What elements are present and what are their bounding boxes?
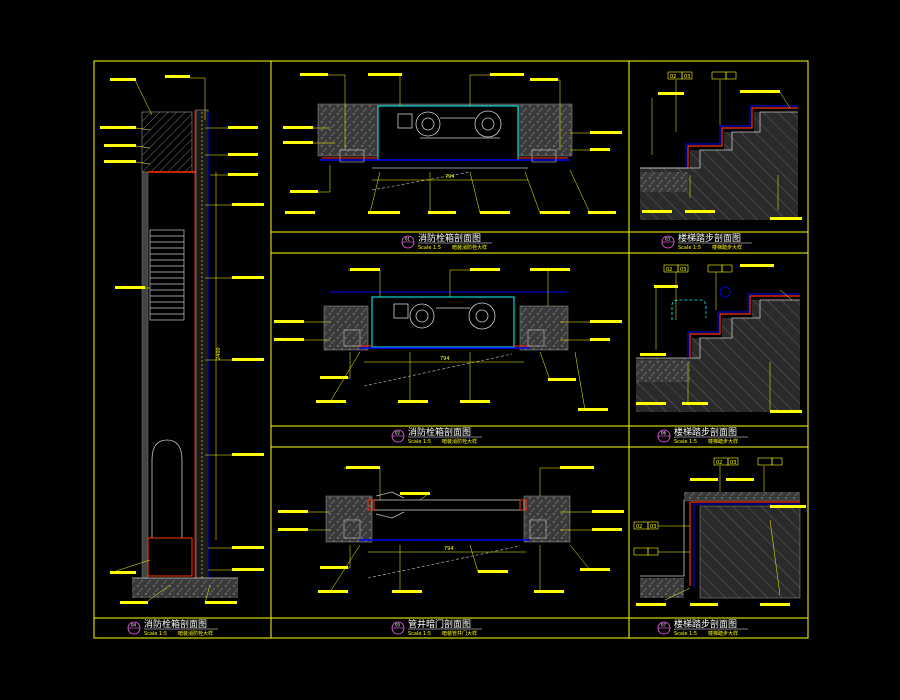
panel-6-tag-a: 02 [666,267,672,273]
panel-7-drawing: 02 03 02 03 [633,457,806,606]
title-scale-p3: Scale 1:5 [678,245,701,251]
panel-5-drawing: 794 [278,466,624,593]
title-note-p6: 楼梯踏步大样 [708,438,738,445]
panel-3-drawing: 02 03 [640,71,802,220]
sheet-frame [93,60,809,639]
panel-5-door-dim: 794 [444,546,454,552]
panel-3-tag-b: 03 [684,74,690,80]
panel-7-tag-d: 03 [650,524,656,530]
title-note-p4: 暗装消防栓大样 [178,630,213,637]
panel-3-tag-a: 02 [670,74,676,80]
title-scale-p7: Scale 1:5 [674,631,697,637]
title-text-p4: 消防栓箱剖面图 [144,618,207,630]
title-scale-p6: Scale 1:5 [674,439,697,445]
title-text-p5: 管井暗门剖面图 [408,618,471,630]
title-text-p6: 楼梯踏步剖面图 [674,426,737,438]
panel-7-tags: 02 03 02 03 [633,457,783,556]
panel-3-tags: 02 03 [667,71,737,80]
title-scale-p4: Scale 1:5 [144,631,167,637]
title-number-p7: 07 [661,623,667,628]
title-text-p1: 消防栓箱剖面图 [418,232,481,244]
panel-7-tag-c: 02 [636,524,642,530]
panel-1-door-dim: 794 [445,174,455,180]
panel-4-drawing: 2400 [100,75,264,604]
title-number-p3: 03 [665,237,671,242]
panel-6-tags: 02 03 [663,264,733,273]
panel-7-tag-b: 03 [730,460,736,466]
title-scale-p1: Scale 1:5 [418,245,441,251]
title-note-p5: 暗装管井门大样 [442,630,477,637]
panel-6-drawing: 02 03 [636,264,802,413]
title-text-p3: 楼梯踏步剖面图 [678,232,741,244]
title-number-p5: 05 [395,623,401,628]
title-number-p4: 04 [131,623,137,628]
title-note-p2: 暗装消防栓大样 [442,438,477,445]
panel-2-drawing: 794 [274,268,622,411]
panel-1-drawing: 794 [283,73,622,214]
title-text-p7: 楼梯踏步剖面图 [674,618,737,630]
title-text-p2: 消防栓箱剖面图 [408,426,471,438]
panel-4-height-dim: 2400 [216,347,222,360]
panel-6-tag-b: 03 [680,267,686,273]
panel-2-door-dim: 794 [440,356,450,362]
title-note-p7: 楼梯踏步大样 [708,630,738,637]
title-number-p1: 01 [405,237,411,242]
title-scale-p5: Scale 1:5 [408,631,431,637]
title-scale-p2: Scale 1:5 [408,439,431,445]
title-note-p1: 暗装消防栓大样 [452,244,487,251]
title-number-p6: 06 [661,431,667,436]
title-note-p3: 楼梯踏步大样 [712,244,742,251]
panel-7-tag-a: 02 [716,460,722,466]
title-number-p2: 02 [395,431,401,436]
